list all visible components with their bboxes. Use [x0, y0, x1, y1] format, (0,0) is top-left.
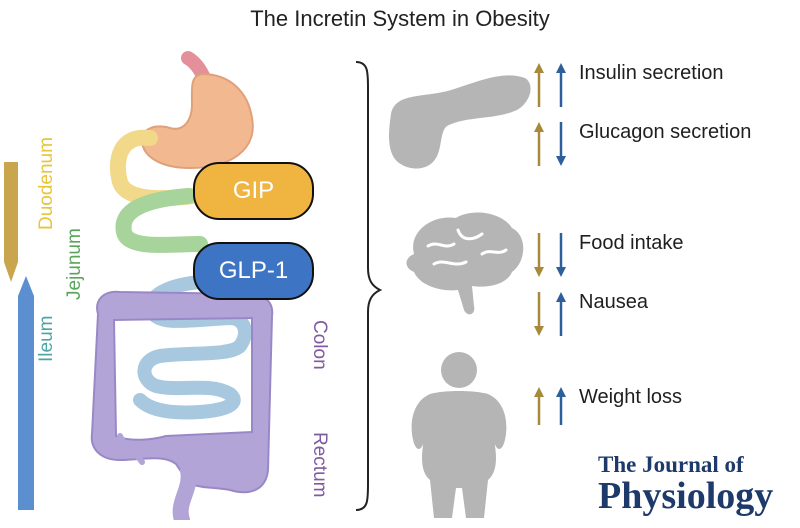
glp1-arrow-down-icon [556, 156, 566, 166]
glp1-gradient-arrow [18, 276, 34, 510]
gip-label: GIP [232, 177, 275, 204]
effect-nausea: Nausea [579, 291, 648, 313]
effect-glucagon-secretion: Glucagon secretion [579, 121, 752, 143]
glp1-arrow-up-icon [556, 387, 566, 397]
journal-logo-line1: The Journal of [598, 452, 744, 477]
gip-arrow-up-icon [534, 63, 544, 73]
gradient-arrows [4, 162, 34, 510]
brain-icon [406, 212, 524, 315]
journal-logo-line2: Physiology [598, 475, 774, 517]
glp1-arrow-up-icon [556, 63, 566, 73]
jejunum [115, 188, 208, 253]
gut-illustration [90, 51, 274, 520]
person-icon [411, 352, 507, 518]
figure-title: The Incretin System in Obesity [250, 6, 550, 31]
effect-weight-loss: Weight loss [579, 386, 683, 408]
gip-arrow-down-icon [534, 326, 544, 336]
gip-arrow-up-icon [534, 387, 544, 397]
effect-food-intake: Food intake [579, 232, 684, 254]
glp1-arrow-down-icon [556, 267, 566, 277]
label-ileum: Ileum [36, 315, 57, 362]
gip-gradient-arrow [4, 162, 18, 282]
rectum-shape [172, 462, 197, 520]
effect-arrows [534, 63, 566, 425]
gip-arrow-up-icon [534, 122, 544, 132]
glp1-label: GLP-1 [218, 257, 289, 284]
effect-insulin-secretion: Insulin secretion [579, 62, 724, 84]
stomach [140, 72, 254, 170]
pancreas-icon [389, 75, 531, 169]
gip-pill: GIP [193, 162, 314, 220]
label-duodenum: Duodenum [36, 137, 57, 230]
glp1-pill: GLP-1 [193, 242, 314, 300]
curly-brace [355, 61, 382, 511]
gip-arrow-down-icon [534, 267, 544, 277]
glp1-arrow-up-icon [556, 292, 566, 302]
